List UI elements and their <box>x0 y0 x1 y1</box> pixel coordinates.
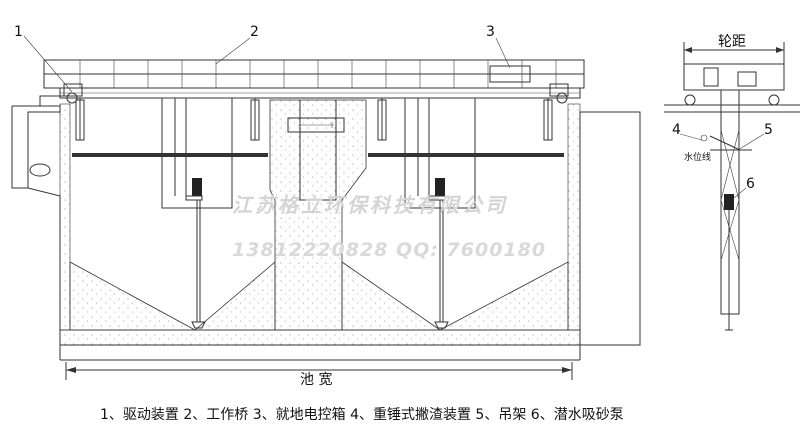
bottom-slab <box>59 329 581 346</box>
side-view: 轮距 水位线 <box>664 34 800 331</box>
legend: 1、驱动装置 2、工作桥 3、就地电控箱 4、重锤式撇渣装置 5、吊架 6、潜水… <box>100 407 624 423</box>
callout-1: 1 <box>14 24 23 40</box>
watermark: 江苏格立环保科技有限公司 13812220828 QQ: 7600180 <box>232 193 546 261</box>
watermark-company: 江苏格立环保科技有限公司 <box>232 193 508 217</box>
left-hopper <box>69 261 276 331</box>
callouts: 1 2 3 4 5 6 <box>14 24 773 199</box>
control-box <box>489 65 531 83</box>
left-assembly <box>72 98 268 329</box>
callout-4: 4 <box>672 122 681 138</box>
right-hopper <box>341 261 569 331</box>
pool-width-label: 池 宽 <box>300 371 332 388</box>
working-bridge <box>43 59 585 99</box>
tank-section <box>11 99 641 361</box>
callout-6: 6 <box>746 176 755 192</box>
drive-unit <box>39 83 569 106</box>
pool-width-dimension: 池 宽 <box>65 362 573 388</box>
central-pier <box>269 99 367 331</box>
wheelbase-label: 轮距 <box>718 34 746 50</box>
callout-3: 3 <box>486 24 495 40</box>
outlet-pipe <box>29 163 51 177</box>
watermark-contact: 13812220828 QQ: 7600180 <box>232 239 546 261</box>
water-line-label: 水位线 <box>684 151 711 163</box>
callout-5: 5 <box>764 122 773 138</box>
right-assembly <box>368 98 564 329</box>
callout-2: 2 <box>250 24 259 40</box>
